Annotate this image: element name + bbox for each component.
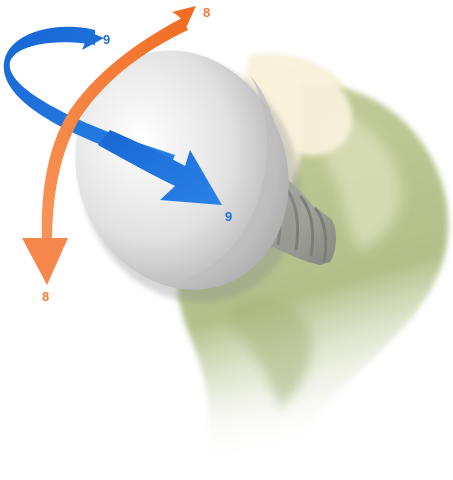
orange-arrow-label-top: 8 <box>203 6 210 19</box>
blue-arrow-label-top: 9 <box>103 33 110 46</box>
blue-arrow-label-tip: 9 <box>225 210 232 223</box>
bone-fade <box>180 390 453 480</box>
orange-arrow-bottom-head <box>22 238 68 285</box>
orange-arrow-label-bottom: 8 <box>42 290 49 303</box>
